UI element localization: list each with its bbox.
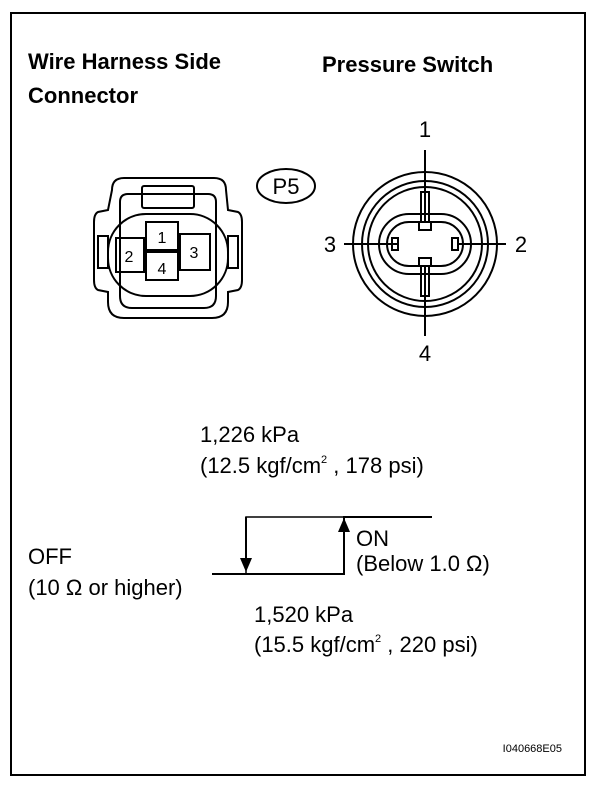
harness-pin-2: 2	[125, 249, 134, 266]
on-pressure-kpa: 1,226 kPa	[200, 422, 300, 447]
harness-pin-3: 3	[190, 245, 199, 262]
switch-pin-1: 1	[419, 117, 431, 142]
switch-pin-2: 2	[515, 232, 527, 257]
arrow-down-icon	[240, 517, 252, 572]
harness-title-line2: Connector	[28, 83, 138, 108]
harness-pin-1: 1	[158, 230, 167, 247]
on-label: ON	[356, 526, 389, 551]
switch-pin-4: 4	[419, 341, 431, 366]
harness-pin-4: 4	[158, 261, 167, 278]
switch-title: Pressure Switch	[322, 52, 493, 77]
off-condition: (10 Ω or higher)	[28, 575, 183, 600]
on-pressure-units: (12.5 kgf/cm2 , 178 psi)	[200, 453, 424, 478]
off-pressure-kpa: 1,520 kPa	[254, 602, 354, 627]
pressure-switch	[344, 150, 506, 336]
arrow-up-icon	[338, 518, 350, 574]
off-pressure-units: (15.5 kgf/cm2 , 220 psi)	[254, 632, 478, 657]
switch-pin-3: 3	[324, 232, 336, 257]
connector-code-badge: P5	[256, 168, 316, 204]
connector-code-text: P5	[273, 174, 300, 199]
image-code: I040668E05	[503, 743, 562, 755]
harness-title-line1: Wire Harness Side	[28, 49, 221, 74]
off-label: OFF	[28, 544, 72, 569]
on-condition: (Below 1.0 Ω)	[356, 551, 490, 576]
diagram-frame	[10, 12, 586, 776]
harness-connector	[93, 177, 243, 319]
